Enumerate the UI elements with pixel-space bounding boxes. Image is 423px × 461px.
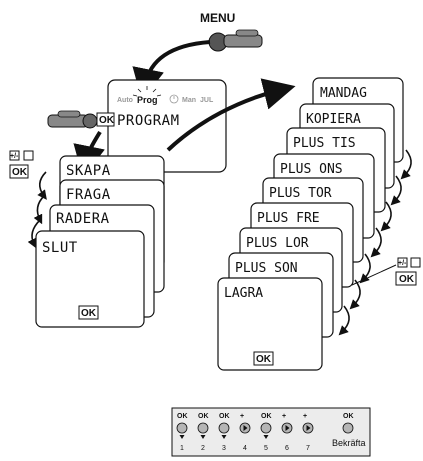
left-step-arrow	[33, 195, 45, 225]
down-arrow-icon	[221, 435, 227, 439]
right-card-label: PLUS TIS	[293, 136, 356, 151]
left-bottom-ok-button[interactable]	[78, 305, 99, 320]
keypad-number: 4	[243, 445, 247, 452]
keypad-top-label: OK	[261, 413, 272, 420]
mode-jul: JUL	[200, 97, 214, 104]
right-card-label: PLUS LOR	[246, 236, 309, 251]
main-ok-label: OK	[99, 115, 115, 126]
right-plusminus-label: +/-	[398, 260, 407, 267]
left-card: SLUT OK	[35, 230, 145, 328]
play-triangle-icon	[243, 425, 248, 431]
right-card-label: PLUS TOR	[269, 186, 332, 201]
hand-pointer-icon	[47, 110, 98, 129]
left-card-label: RADERA	[56, 211, 110, 227]
mode-auto: Auto	[117, 97, 133, 104]
keypad-number: 7	[306, 445, 310, 452]
keypad-number: 3	[222, 445, 226, 452]
program-label: PROGRAM	[117, 113, 180, 129]
right-step-arrow	[359, 253, 371, 284]
menu-label: MENU	[200, 11, 235, 25]
play-triangle-icon	[285, 425, 290, 431]
keypad-number: 6	[285, 445, 289, 452]
pointing-hand-icon	[208, 29, 263, 52]
mode-bar: Auto Prog Man JUL	[117, 86, 214, 105]
mode-man: Man	[182, 97, 196, 104]
confirm-button[interactable]	[342, 422, 354, 434]
keypad-button[interactable]	[218, 422, 230, 434]
right-ok-button[interactable]	[395, 271, 417, 286]
right-ok-label: OK	[399, 274, 415, 285]
keypad-top-label: OK	[177, 413, 188, 420]
left-card-label: FRAGA	[66, 187, 111, 203]
down-arrow-icon	[263, 435, 269, 439]
keypad-top-label: +	[282, 413, 286, 420]
right-step-arrow	[370, 227, 382, 258]
right-card-label: PLUS ONS	[280, 162, 343, 177]
left-card-stack: SKAPA FRAGA RADERA SLUT OK	[35, 155, 165, 328]
keypad-number: 2	[201, 445, 205, 452]
keypad-buttons: OK 1 OK 2 OK 3 +4 OK 5 +6 +7 OK Bekräfta	[176, 413, 366, 452]
keypad-top-label: +	[303, 413, 307, 420]
right-bottom-ok-label: OK	[256, 354, 272, 365]
keypad-top-label: OK	[219, 413, 230, 420]
left-ok-button[interactable]	[9, 164, 29, 179]
play-triangle-icon	[306, 425, 311, 431]
left-bottom-ok-label: OK	[81, 308, 97, 319]
menu-arrow	[132, 40, 211, 101]
right-card-label: LAGRA	[224, 286, 263, 301]
keypad-top-label: +	[240, 413, 244, 420]
keypad-button[interactable]	[176, 422, 188, 434]
keypad-panel: OK 1 OK 2 OK 3 +4 OK 5 +6 +7 OK Bekräfta	[171, 407, 371, 457]
left-step-arrow	[27, 219, 41, 249]
right-card: LAGRA OK	[217, 277, 323, 371]
right-card-label: PLUS SON	[235, 261, 298, 276]
right-minus-button[interactable]	[410, 257, 421, 268]
mode-prog: Prog	[137, 95, 158, 105]
down-arrow-icon	[200, 435, 206, 439]
confirm-label: Bekräfta	[332, 438, 366, 448]
left-plus-button[interactable]	[9, 150, 20, 161]
left-minus-button[interactable]	[23, 150, 34, 161]
left-card-label: SLUT	[42, 240, 78, 256]
keypad-number: 1	[180, 445, 184, 452]
right-step-arrow	[400, 149, 412, 180]
left-card-label: SKAPA	[66, 163, 111, 179]
down-arrow-icon	[179, 435, 185, 439]
right-card-label: PLUS FRE	[257, 211, 320, 226]
right-card-label: KOPIERA	[306, 112, 361, 127]
right-card-stack: MANDAG KOPIERA PLUS TIS PLUS ONS PLUS TO…	[217, 77, 404, 371]
left-ok-label: OK	[12, 167, 28, 178]
main-ok-button[interactable]	[96, 112, 115, 127]
keypad-number: 5	[264, 445, 268, 452]
right-plus-button[interactable]	[397, 257, 408, 268]
hand-clock-icon	[169, 94, 179, 104]
right-card-label: MANDAG	[320, 86, 367, 101]
left-step-arrow	[37, 171, 47, 200]
right-step-arrow	[380, 201, 392, 232]
to-right-stack-arrow	[166, 78, 296, 152]
keypad-button[interactable]	[197, 422, 209, 434]
right-control-leader	[351, 264, 397, 286]
keypad-top-label: OK	[343, 413, 354, 420]
left-plusminus-label: +/-	[10, 153, 19, 160]
keypad-top-label: OK	[198, 413, 209, 420]
right-step-arrow	[338, 305, 350, 336]
sun-burst-icon	[132, 86, 162, 97]
right-bottom-ok-button[interactable]	[253, 351, 274, 366]
right-step-arrow	[390, 175, 402, 206]
keypad-button[interactable]	[260, 422, 272, 434]
